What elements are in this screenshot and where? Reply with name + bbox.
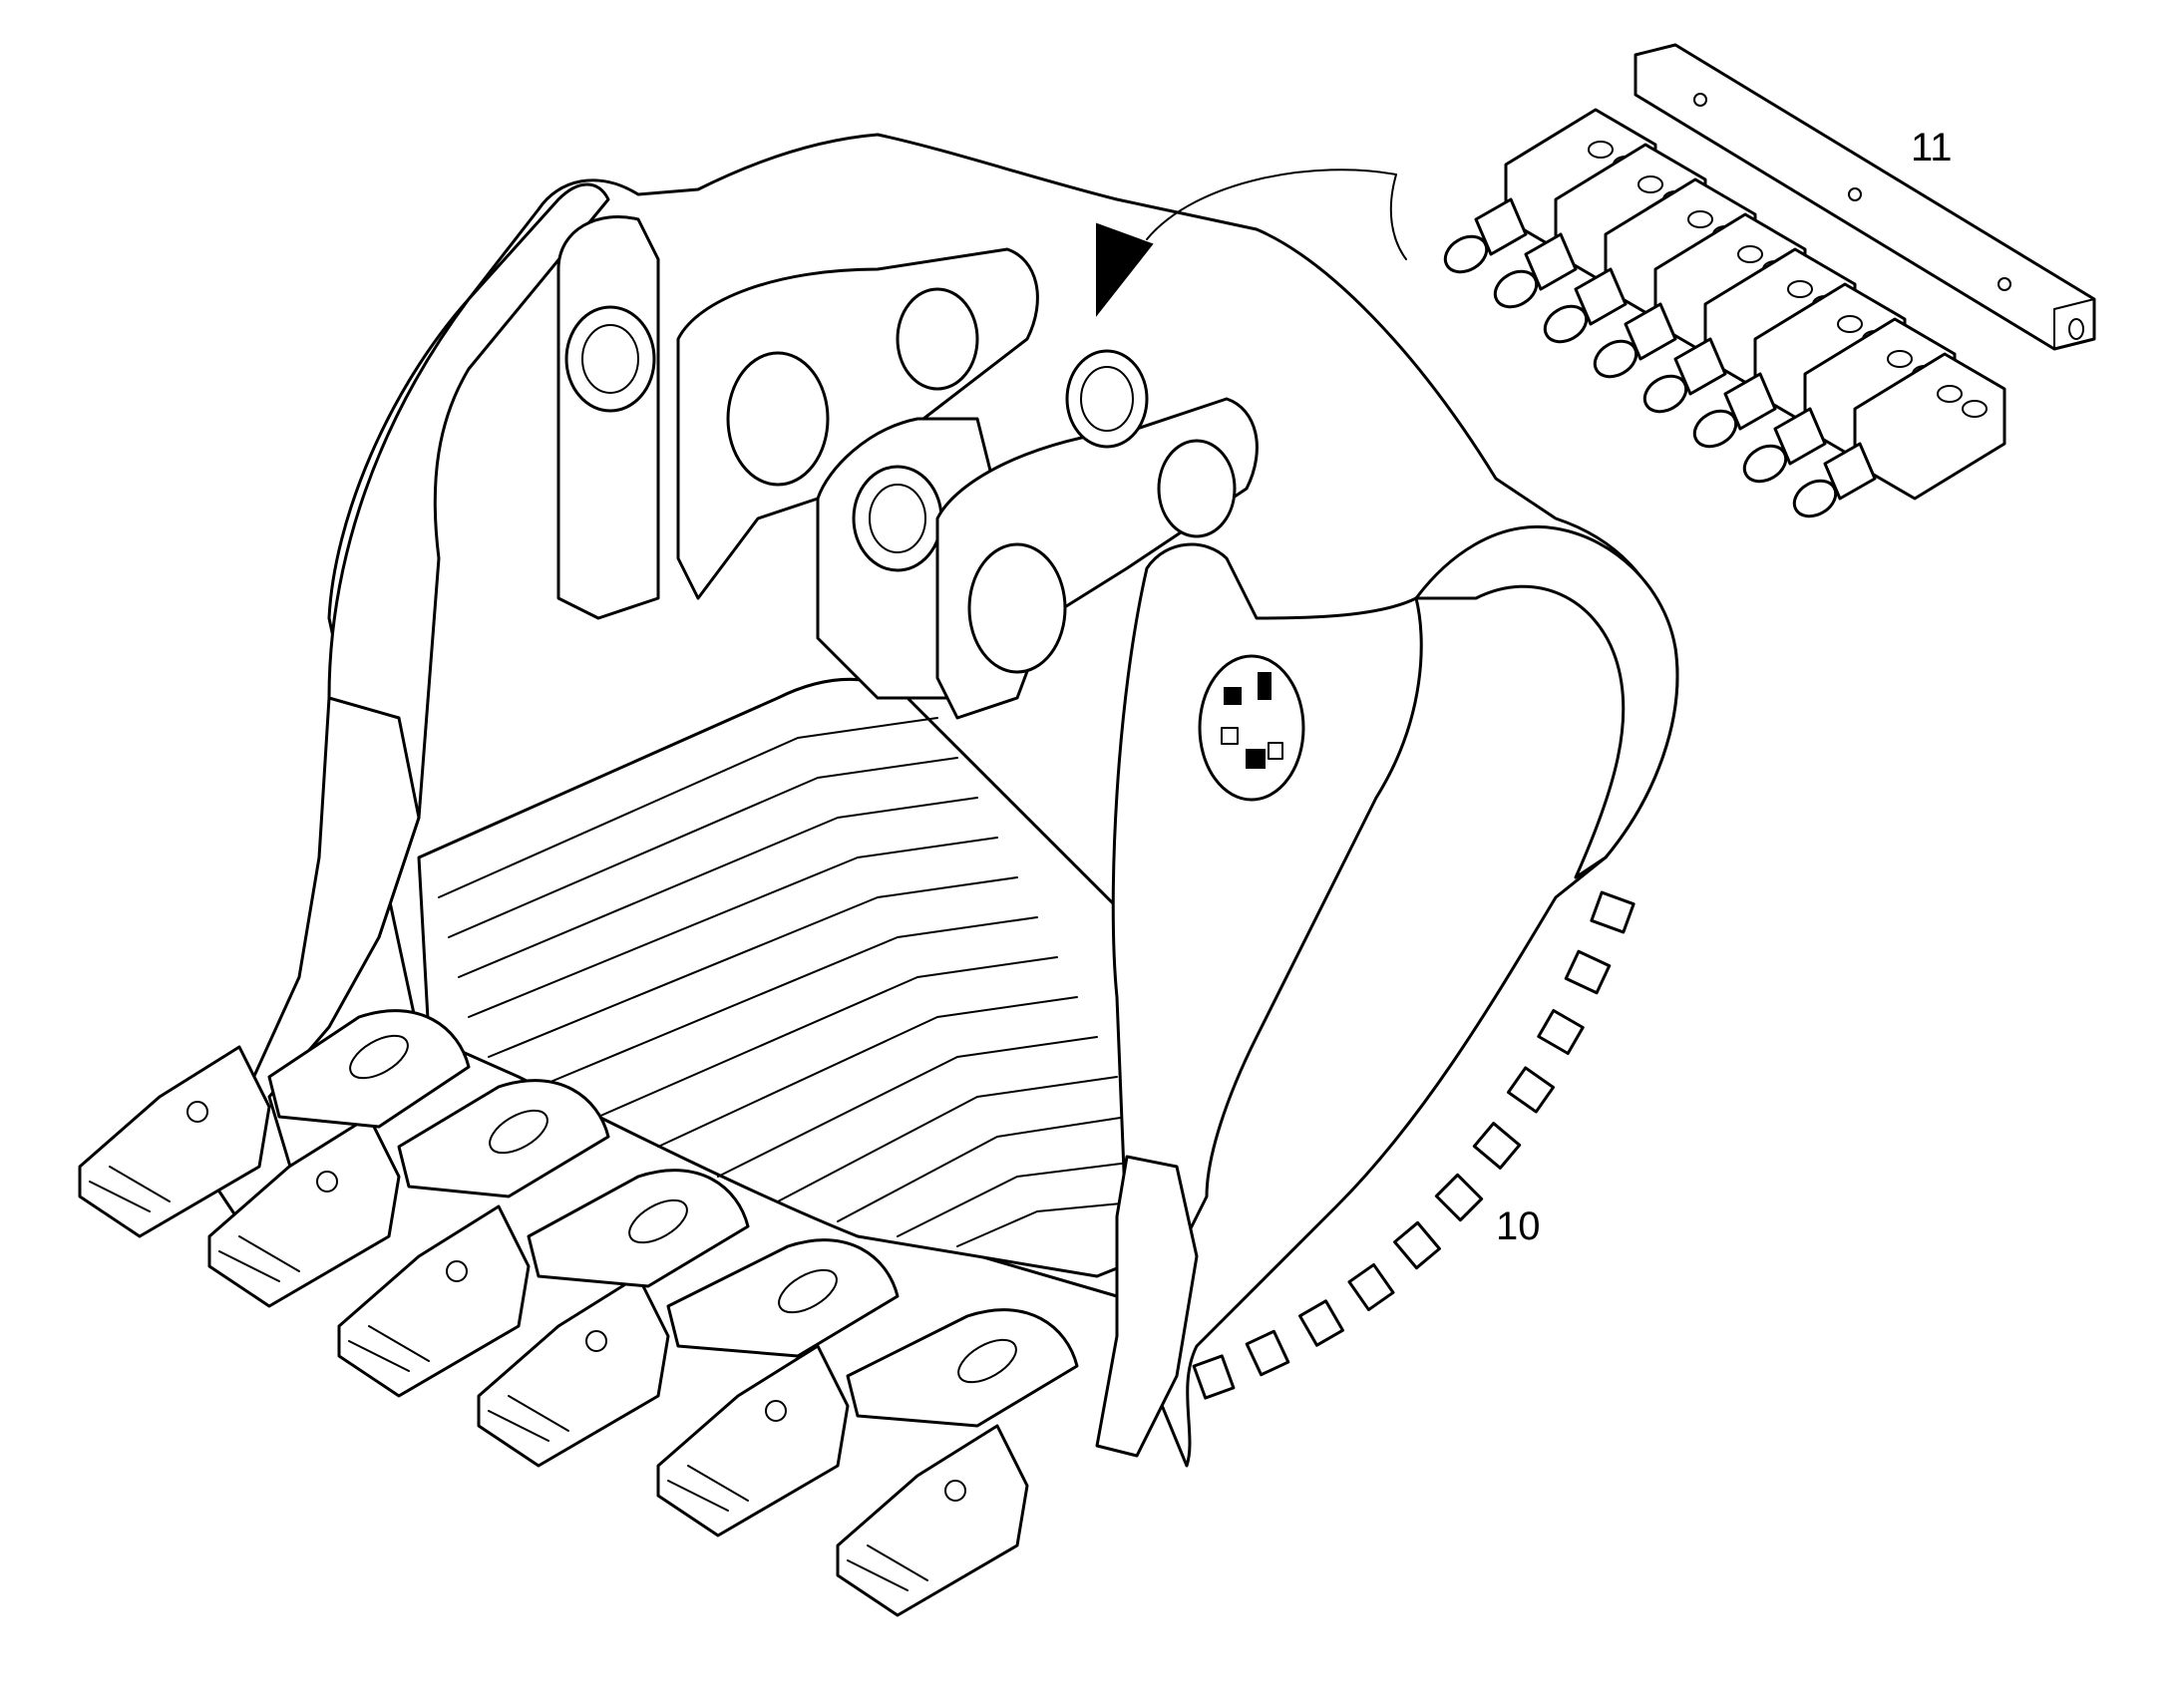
mounting-lugs bbox=[556, 214, 1259, 720]
tooth-adapters bbox=[267, 1009, 1079, 1428]
right-corner-adapter bbox=[1095, 1155, 1199, 1458]
distributor-rail bbox=[1634, 43, 2096, 351]
lubrication-distributor-block bbox=[1443, 43, 2096, 518]
lube-location-arrow bbox=[1096, 222, 1154, 317]
teeth-row bbox=[78, 1009, 1079, 1617]
wear-liner-lines bbox=[438, 717, 1143, 1247]
lube-leader-line bbox=[1146, 169, 1407, 260]
side-plate-emblem bbox=[1198, 654, 1305, 802]
tooth-1 bbox=[78, 1045, 271, 1238]
tooth-6 bbox=[836, 1424, 1029, 1617]
lip-shrouds bbox=[1192, 890, 1635, 1400]
right-side-plate bbox=[1111, 542, 1423, 1258]
valve-section-8 bbox=[1792, 352, 2006, 518]
valve-sections bbox=[1443, 108, 2006, 518]
right-lip bbox=[1414, 525, 1679, 879]
tooth-5 bbox=[656, 1344, 850, 1537]
callout-10: 10 bbox=[1496, 1204, 1541, 1248]
callout-11: 11 bbox=[1911, 126, 1953, 170]
tooth-3 bbox=[337, 1204, 531, 1398]
